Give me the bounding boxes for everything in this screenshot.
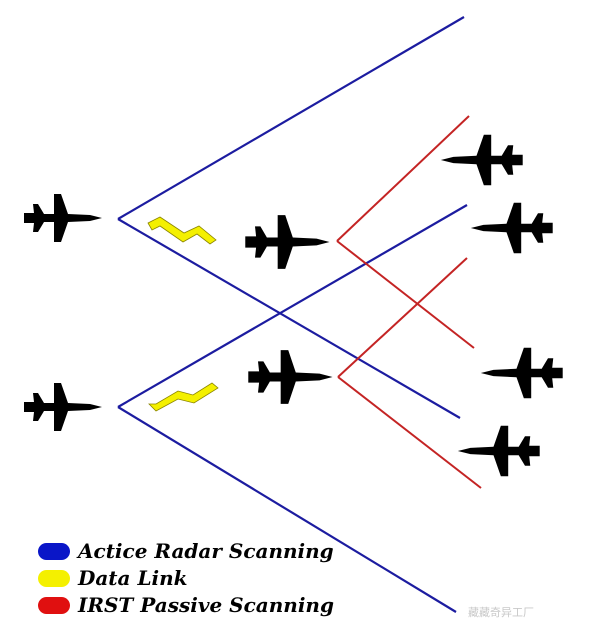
fighter-wingman-2 (248, 350, 333, 404)
legend-swatch-radar (38, 543, 70, 560)
fighter-lead-1 (24, 194, 102, 242)
legend-item-irst: IRST Passive Scanning (38, 592, 334, 619)
radar-beam-upper-1 (117, 16, 465, 220)
legend-swatch-irst (38, 597, 70, 614)
legend: Actice Radar Scanning Data Link IRST Pas… (38, 538, 334, 619)
enemy-fighter-4 (457, 425, 540, 477)
radar-beam-lower-2 (117, 406, 457, 613)
radar-beam-lower-1 (117, 218, 461, 419)
legend-item-datalink: Data Link (38, 565, 334, 592)
legend-item-radar: Actice Radar Scanning (38, 538, 334, 565)
irst-beam-upper-2 (337, 257, 468, 378)
legend-swatch-datalink (38, 570, 70, 587)
enemy-fighter-1 (440, 134, 523, 186)
radar-beam-upper-2 (117, 204, 468, 408)
data-links (147, 216, 219, 412)
legend-label-radar: Actice Radar Scanning (78, 539, 334, 563)
irst-beam-lower-1 (336, 240, 475, 349)
irst-beam-upper-1 (336, 115, 470, 242)
enemy-fighter-2 (470, 202, 553, 254)
irst-beam-lower-2 (337, 376, 482, 489)
legend-label-irst: IRST Passive Scanning (78, 593, 334, 617)
radar-beams (117, 16, 468, 613)
fighter-wingman-1 (245, 215, 330, 269)
data-link-bolt-2 (148, 382, 219, 412)
legend-label-datalink: Data Link (78, 566, 188, 590)
fighter-lead-2 (24, 383, 102, 431)
enemy-fighter-3 (480, 347, 563, 399)
watermark-text: 藏藏奇异工厂 (468, 606, 534, 619)
irst-beams (336, 115, 482, 489)
data-link-bolt-1 (147, 216, 217, 245)
